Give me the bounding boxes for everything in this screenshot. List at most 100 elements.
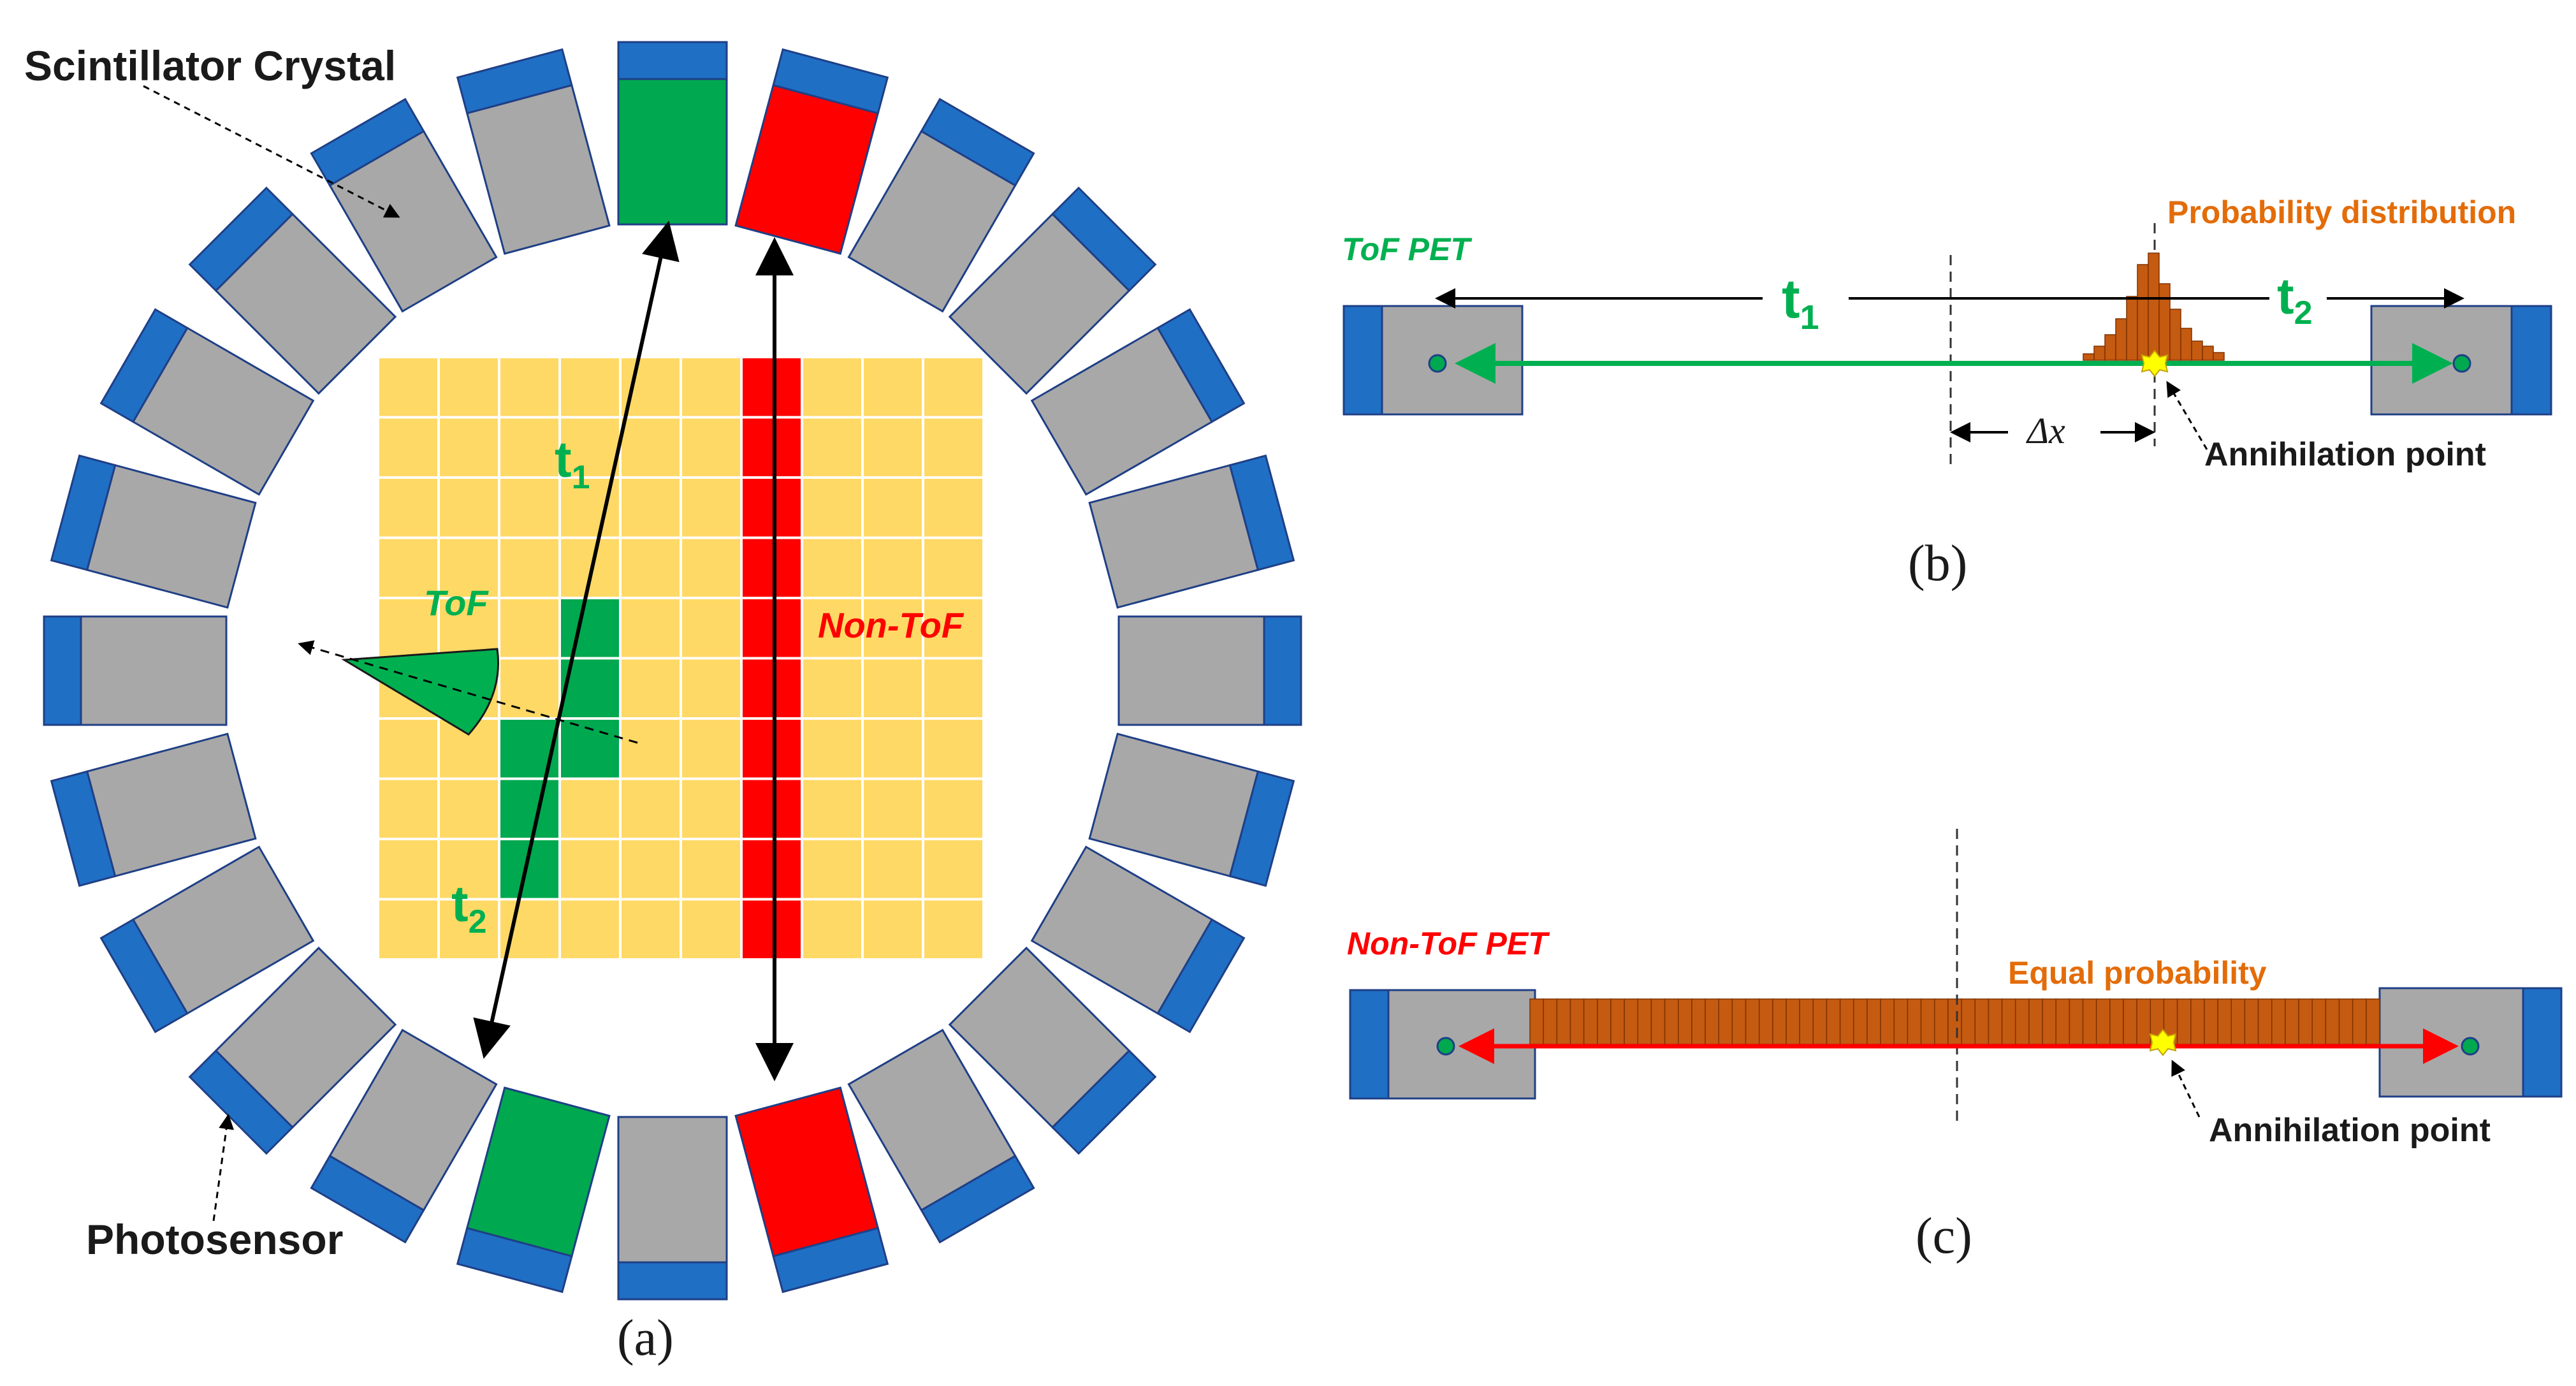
grid-cell	[558, 536, 622, 599]
grid-cell-tof	[558, 717, 622, 780]
crystal-block-tof	[617, 78, 728, 226]
grid-cell	[377, 898, 440, 961]
t1-label-b: t1	[1782, 268, 1819, 337]
photosensor-block	[50, 454, 117, 571]
grid-cell	[498, 356, 561, 419]
grid-cell	[801, 536, 864, 599]
photosensor-block	[772, 48, 889, 115]
panel-c: Non-ToF PET Equal probability Annihilati…	[1347, 829, 2563, 1264]
nontof-label: Non-ToF	[818, 605, 964, 645]
tof-lor-arrow	[473, 221, 680, 1059]
tof-cone	[341, 648, 500, 736]
equal-probability-bar	[2352, 998, 2367, 1045]
detector-module	[50, 733, 257, 887]
grid-cell	[498, 536, 561, 599]
caption-a: (a)	[617, 1310, 674, 1366]
equal-probability-bar	[2014, 998, 2030, 1045]
grid-cell	[801, 597, 864, 660]
grid-cell	[801, 416, 864, 479]
histogram-bar	[2158, 283, 2171, 361]
grid-cell	[801, 838, 864, 901]
equal-probability-bar	[2123, 998, 2137, 1045]
equal-probability-bar	[1556, 998, 1571, 1045]
t2-label-b: t2	[2277, 268, 2313, 332]
equal-probability-bar	[1934, 998, 1949, 1045]
crystal-block-tof	[465, 1086, 611, 1258]
grid-cell	[680, 597, 743, 660]
grid-cell-nontof	[740, 777, 803, 840]
equal-probability-bar	[2217, 998, 2232, 1045]
equal-probability-bar	[2257, 998, 2273, 1045]
grid-cell	[801, 356, 864, 419]
grid-cell	[619, 597, 682, 660]
equal-probability-bar	[2311, 998, 2327, 1045]
equal-probability-bar	[1758, 998, 1773, 1045]
grid-cell-nontof	[740, 657, 803, 720]
equal-probability-bar	[1947, 998, 1962, 1045]
photosensor-block	[920, 98, 1035, 187]
equal-probability-bar	[2109, 998, 2124, 1045]
photosensor-label: Photosensor	[86, 1216, 343, 1263]
probability-histogram	[2083, 252, 2225, 361]
crystal-block	[85, 733, 257, 878]
grid-cell-nontof	[740, 536, 803, 599]
equal-probability-bar	[1529, 998, 1544, 1045]
caption-c: (c)	[1916, 1208, 1972, 1264]
photosensor-block	[310, 1155, 425, 1244]
grid-cell	[680, 717, 743, 780]
equal-probability-bar	[1826, 998, 1841, 1045]
equal-probability-bar	[1839, 998, 1854, 1045]
detector-b-left-photosensor	[1343, 305, 1383, 416]
grid-cell	[801, 717, 864, 780]
photosensor-block	[43, 615, 82, 726]
histogram-bar	[2093, 346, 2106, 361]
grid-cell-nontof	[740, 597, 803, 660]
grid-cell	[922, 356, 985, 419]
grid-cell	[801, 777, 864, 840]
grid-cell	[922, 476, 985, 539]
grid-cell	[498, 416, 561, 479]
equal-probability-bar	[2055, 998, 2070, 1045]
t2-subscript-b: 2	[2294, 295, 2313, 332]
detector-module	[1117, 615, 1302, 726]
photosensor-block	[617, 41, 728, 80]
grid-cell	[498, 476, 561, 539]
annihilation-pointer-c	[2171, 1060, 2201, 1118]
equal-probability-bar	[1867, 998, 1881, 1045]
histogram-bar	[2083, 353, 2095, 361]
detector-module	[456, 1086, 611, 1294]
histogram-bar	[2191, 340, 2203, 361]
equal-probability-bar	[2136, 998, 2151, 1045]
detector-module	[948, 946, 1157, 1155]
grid-cell	[377, 717, 440, 780]
detector-module	[310, 98, 498, 313]
grid-cell	[377, 416, 440, 479]
crystal-block	[465, 84, 611, 255]
equal-probability-bar	[2204, 998, 2218, 1045]
grid-cell	[680, 777, 743, 840]
photosensor-block	[1263, 615, 1302, 726]
histogram-bar	[2104, 334, 2116, 361]
crystal-block	[80, 615, 228, 726]
photosensor-block	[1156, 308, 1246, 423]
grid-cell	[437, 838, 500, 901]
grid-cell	[558, 356, 622, 419]
grid-cell	[619, 838, 682, 901]
histogram-bar	[2213, 352, 2225, 361]
grid-cell	[558, 898, 622, 961]
equal-probability-bar	[1691, 998, 1706, 1045]
grid-cell	[619, 717, 682, 780]
photosensor-block	[310, 98, 425, 187]
photosensor-block	[456, 1227, 573, 1294]
equal-probability-bar	[2082, 998, 2097, 1045]
grid-cell	[861, 898, 924, 961]
grid-cell	[922, 898, 985, 961]
t1-subscript-b: 1	[1800, 298, 1819, 337]
detector-module	[734, 1086, 889, 1294]
grid-cell	[377, 356, 440, 419]
grid-cell	[861, 777, 924, 840]
tof-pet-title: ToF PET	[1342, 231, 1473, 267]
detector-c-right-point	[2461, 1037, 2480, 1056]
photosensor-pointer	[212, 1114, 234, 1222]
grid-cell	[861, 657, 924, 720]
